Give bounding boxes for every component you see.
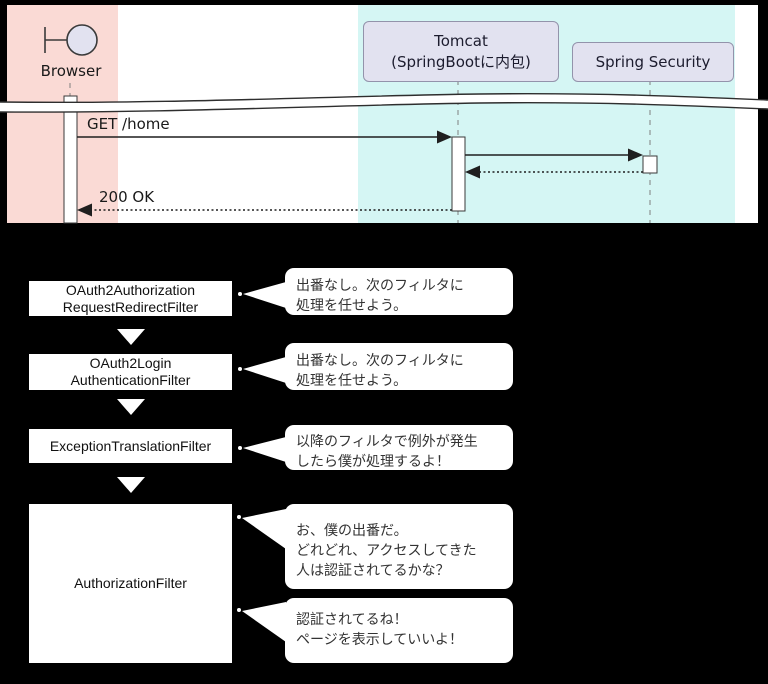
filter-box-line: AuthenticationFilter bbox=[70, 372, 191, 388]
speech-bubble-skip-2: 出番なし。次のフィルタに 処理を任せよう。 bbox=[285, 343, 513, 390]
filter-box-oauth2-authorization-request-redirect: OAuth2Authorization RequestRedirectFilte… bbox=[29, 281, 232, 316]
filter-box-authorization: AuthorizationFilter bbox=[29, 504, 232, 663]
filter-box-oauth2-login-authentication: OAuth2Login AuthenticationFilter bbox=[29, 354, 232, 390]
filter-box-line: OAuth2Login bbox=[89, 355, 172, 371]
bubble-line: 認証されてるね！ bbox=[296, 611, 408, 627]
bubble-line: 出番なし。次のフィルタに bbox=[296, 352, 464, 368]
message-get-home-label: GET /home bbox=[87, 115, 170, 133]
bubble-line: どれどれ、アクセスしてきた bbox=[296, 542, 477, 558]
participant-spring-security: Spring Security bbox=[572, 42, 734, 82]
bubble-line: ページを表示していいよ！ bbox=[296, 631, 464, 647]
tomcat-activation-bar bbox=[451, 136, 466, 212]
bubble-line: したら僕が処理するよ！ bbox=[296, 453, 450, 469]
message-get-home-arrow bbox=[77, 130, 452, 144]
bubble-line: 出番なし。次のフィルタに bbox=[296, 277, 464, 293]
filter-box-line: OAuth2Authorization bbox=[65, 281, 196, 298]
participant-spring-security-label: Spring Security bbox=[595, 52, 711, 71]
speech-bubble-my-turn: お、僕の出番だ。 どれどれ、アクセスしてきた 人は認証されてるかな？ bbox=[285, 504, 513, 589]
bubble-line: 人は認証されてるかな？ bbox=[296, 562, 450, 578]
down-arrow-icon bbox=[117, 477, 145, 493]
filter-box-exception-translation: ExceptionTranslationFilter bbox=[29, 429, 232, 463]
bubble-line: 処理を任せよう。 bbox=[296, 297, 408, 313]
browser-activation-bar bbox=[63, 95, 78, 224]
down-arrow-icon bbox=[117, 399, 145, 415]
sequence-diagram: Tomcat (SpringBootに内包) Spring Security B… bbox=[0, 0, 768, 224]
security-activation-bar bbox=[642, 155, 658, 174]
browser-lane-band bbox=[7, 5, 118, 223]
message-security-return-arrow bbox=[465, 165, 643, 179]
browser-actor-icon bbox=[44, 24, 98, 56]
speech-bubble-exception: 以降のフィルタで例外が発生 したら僕が処理するよ！ bbox=[285, 425, 513, 470]
speech-bubble-skip-1: 出番なし。次のフィルタに 処理を任せよう。 bbox=[285, 268, 513, 315]
participant-tomcat-line2: (SpringBootに内包) bbox=[391, 52, 531, 71]
tear-line bbox=[0, 93, 768, 113]
down-arrow-icon bbox=[117, 329, 145, 345]
message-tomcat-to-security-arrow bbox=[465, 148, 643, 162]
speech-bubble-authenticated: 認証されてるね！ ページを表示していいよ！ bbox=[285, 598, 513, 663]
bubble-line: 以降のフィルタで例外が発生 bbox=[296, 433, 478, 449]
actor-browser-label: Browser bbox=[40, 62, 102, 80]
filter-box-line: RequestRedirectFilter bbox=[62, 298, 199, 315]
message-200-ok-label: 200 OK bbox=[99, 188, 155, 206]
filter-box-line: ExceptionTranslationFilter bbox=[49, 437, 212, 454]
participant-tomcat-line1: Tomcat bbox=[434, 31, 488, 50]
filter-box-line: AuthorizationFilter bbox=[74, 575, 187, 591]
bubble-line: 処理を任せよう。 bbox=[296, 372, 408, 388]
bubble-line: お、僕の出番だ。 bbox=[296, 522, 408, 538]
participant-tomcat: Tomcat (SpringBootに内包) bbox=[363, 21, 559, 82]
message-200-ok-arrow bbox=[77, 203, 452, 217]
